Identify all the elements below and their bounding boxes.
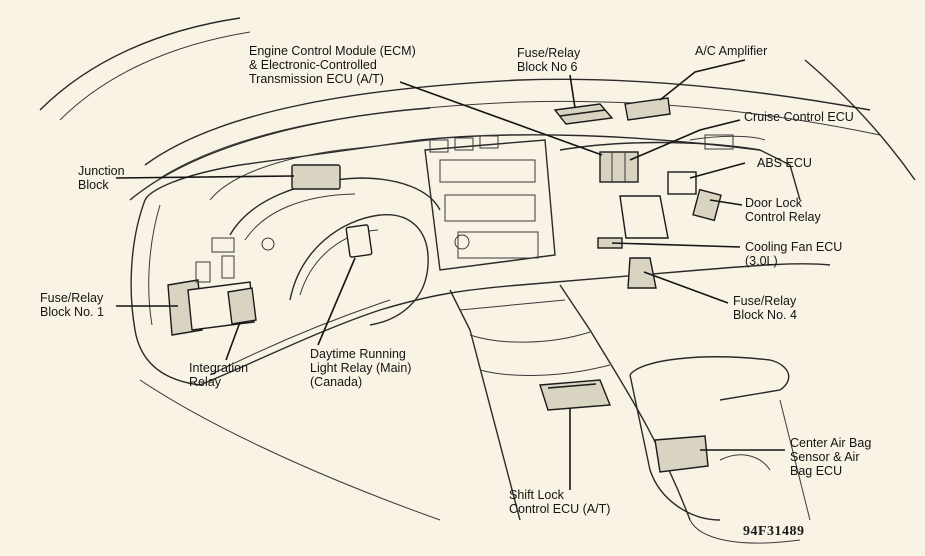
ac-amplifier-part (624, 97, 671, 121)
label-fuse-relay-block-4: Fuse/Relay Block No. 4 (733, 294, 797, 322)
label-shift-lock-control-ecu: Shift Lock Control ECU (A/T) (509, 488, 611, 516)
integration-relay-part (227, 287, 257, 325)
label-center-air-bag-sensor: Center Air Bag Sensor & Air Bag ECU (790, 436, 872, 478)
label-door-lock-control-relay: Door Lock Control Relay (745, 196, 821, 224)
airbag-ecu-part (654, 435, 709, 473)
leader-lines (115, 59, 785, 490)
shift-lock-ecu-part (539, 379, 612, 411)
label-cooling-fan-ecu: Cooling Fan ECU (3.0L) (745, 240, 843, 268)
ecm-part (599, 151, 639, 183)
label-junction-block: Junction Block (78, 164, 125, 192)
cruise-control-part (619, 195, 669, 239)
label-fuse-relay-block-6: Fuse/Relay Block No 6 (517, 46, 581, 74)
label-fuse-relay-block-1: Fuse/Relay Block No. 1 (40, 291, 104, 319)
label-ac-amplifier: A/C Amplifier (695, 44, 768, 58)
drl-relay-part (345, 224, 373, 258)
label-abs-ecu: ABS ECU (757, 156, 812, 170)
fuse-block-6-part (553, 103, 614, 125)
fuse-block-4-part (627, 257, 657, 289)
junction-block-part (291, 164, 341, 190)
abs-ecu-part (667, 171, 697, 195)
door-lock-relay-part (692, 188, 722, 222)
label-integration-relay: Integration Relay (189, 361, 249, 389)
label-daytime-running-light-relay: Daytime Running Light Relay (Main) (Cana… (310, 347, 412, 389)
label-cruise-control-ecu: Cruise Control ECU (744, 110, 854, 124)
figure-id: 94F31489 (743, 524, 805, 539)
label-ecm: Engine Control Module (ECM) & Electronic… (249, 44, 416, 86)
